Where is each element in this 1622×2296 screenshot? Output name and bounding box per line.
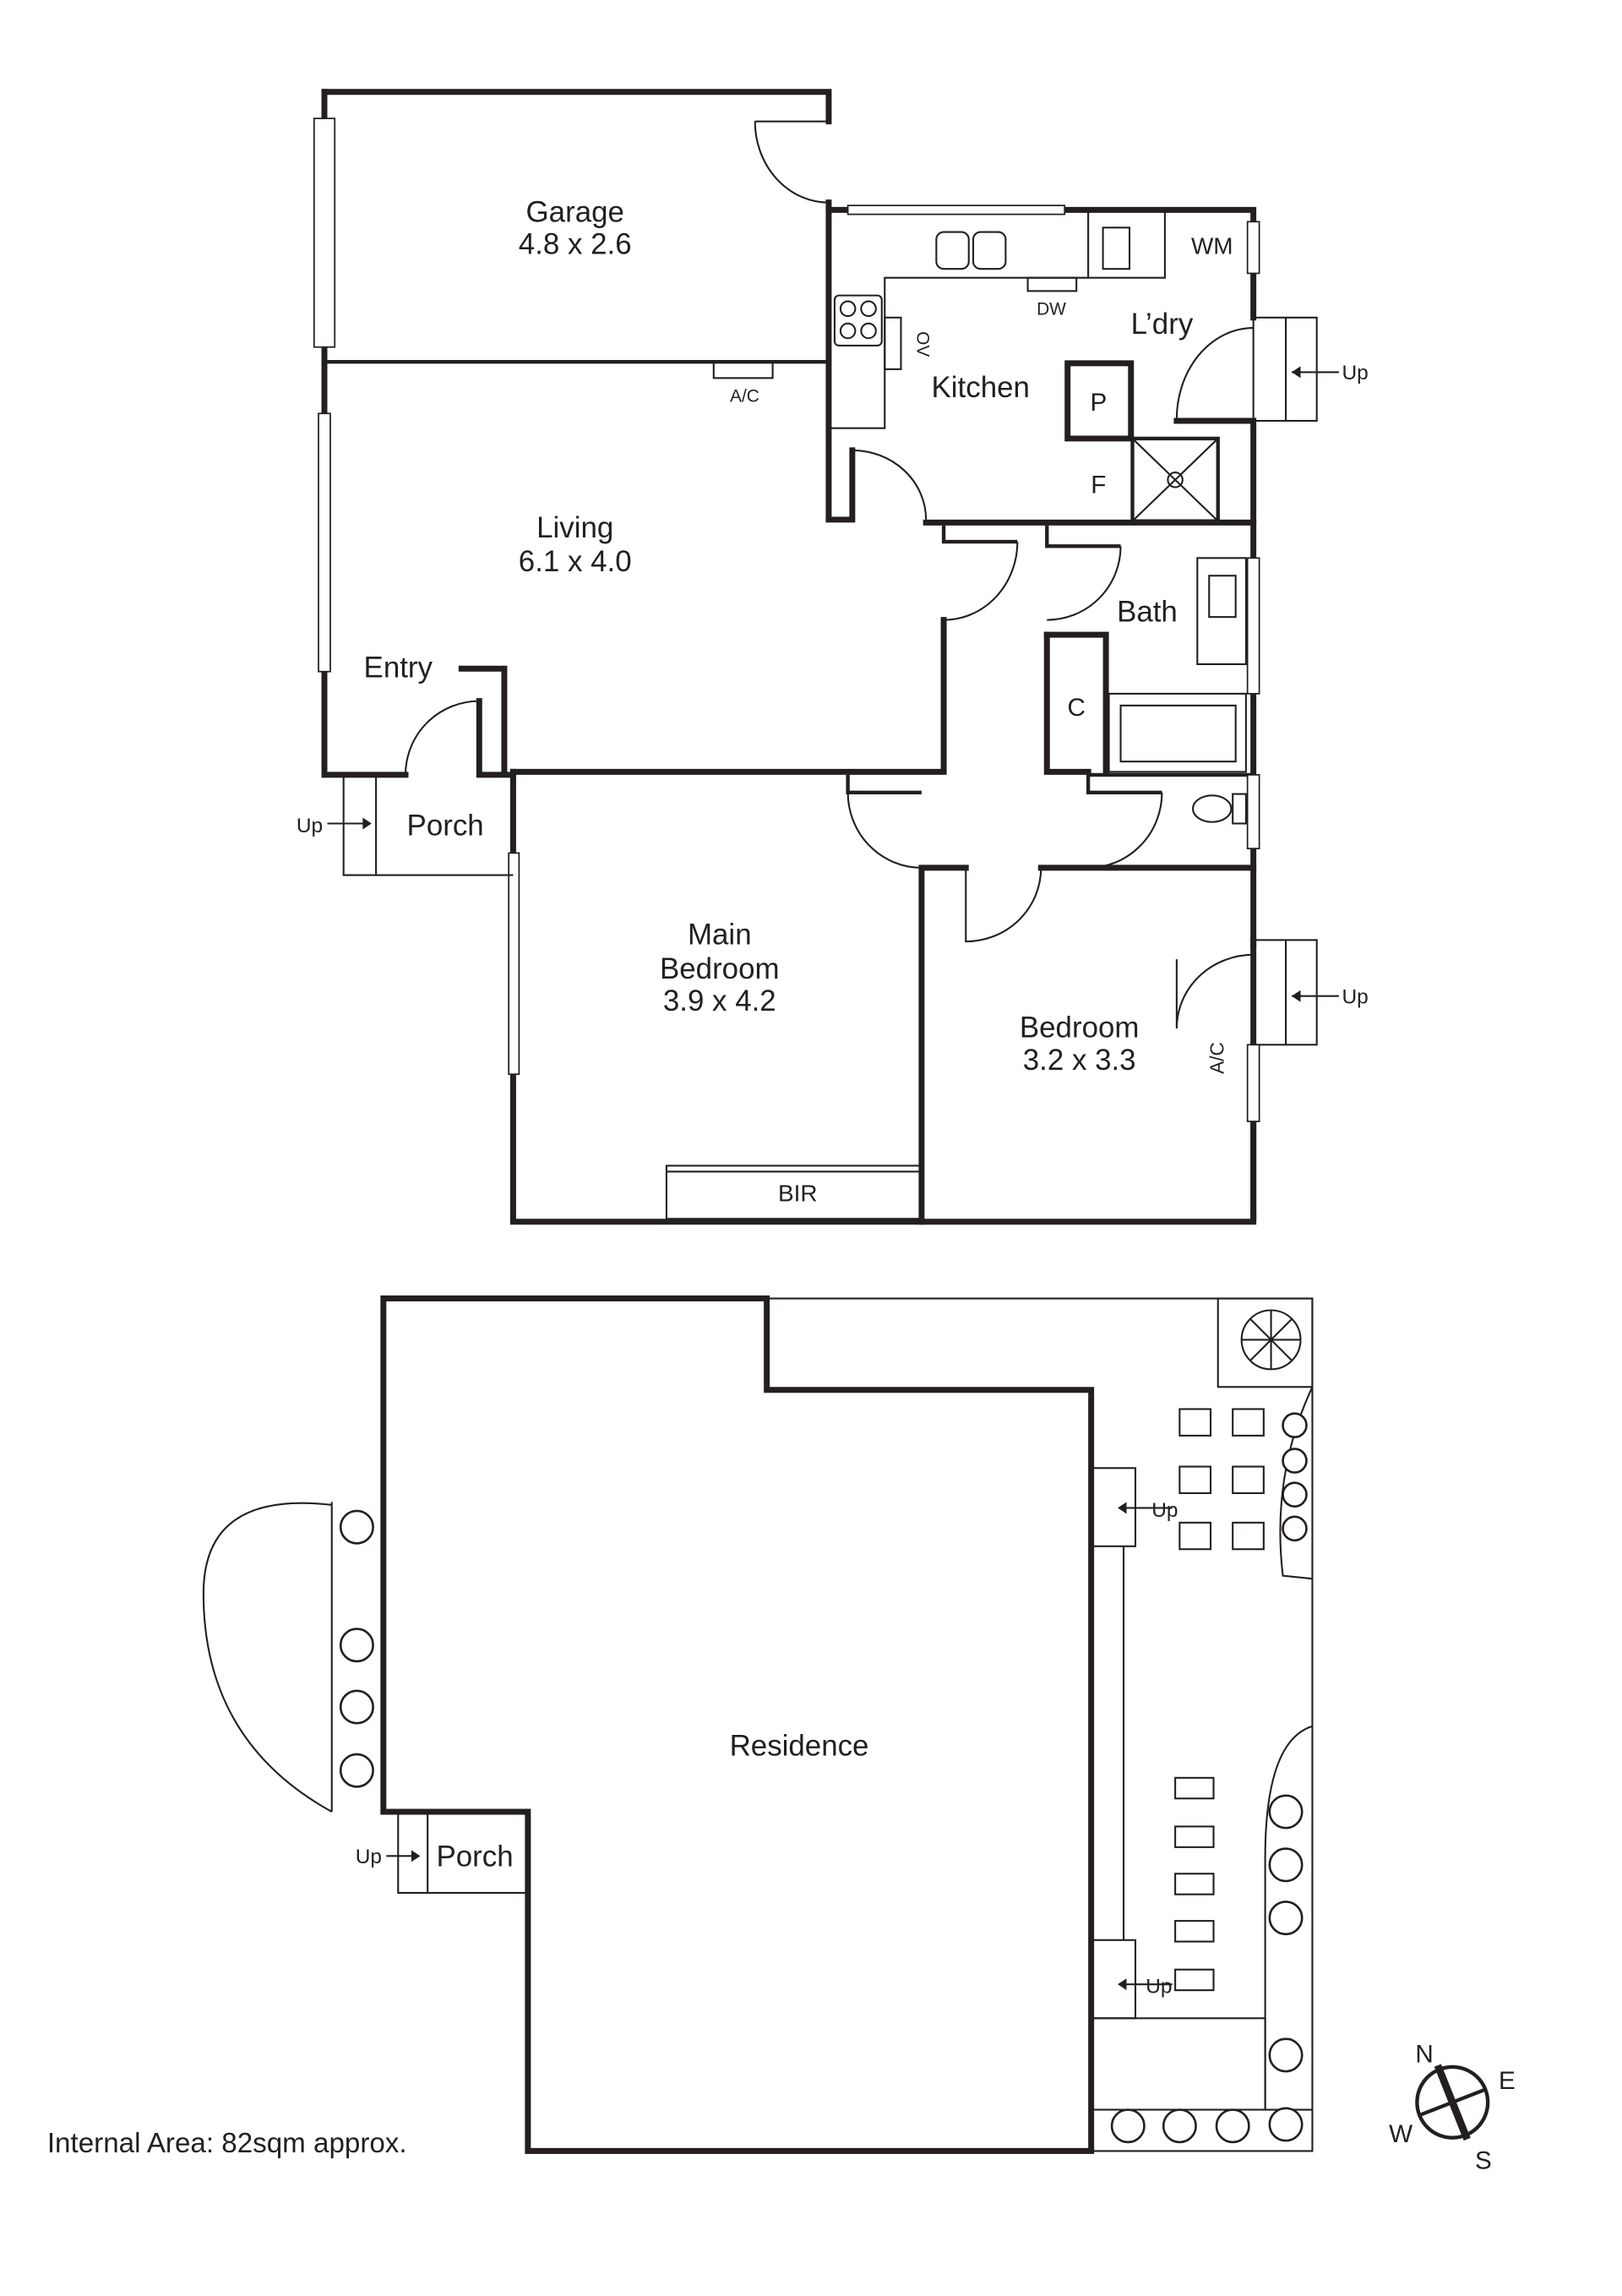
laundry-up-label: Up [1342,362,1368,384]
laundry-trough [1102,226,1131,270]
living-size: 6.1 x 4.0 [519,545,632,578]
porch-label: Porch [407,809,484,842]
oven-label: OV [913,331,933,357]
living-door [944,542,1019,621]
garage-door [754,120,829,204]
site-porch-label: Porch [436,1841,513,1873]
laundry-door [1175,326,1254,422]
compass-south: S [1475,2146,1492,2174]
dishwasher [1026,276,1078,292]
garage-size: 4.8 x 2.6 [519,228,632,261]
compass-north: N [1415,2041,1433,2069]
internal-area-note: Internal Area: 82sqm approx. [47,2128,407,2159]
residence-label: Residence [730,1730,869,1763]
east-up-label-2: Up [1146,1976,1172,1999]
east-up-label-1: Up [1151,1499,1178,1522]
ac-living-label: A/C [730,386,759,406]
pantry-label: P [1090,389,1107,417]
garage-label: Garage [526,195,624,228]
bir-label: BIR [778,1180,818,1206]
bedroom-door [965,867,1042,943]
compass-icon: N E W S [1389,2041,1516,2175]
fridge-label: F [1091,472,1106,499]
house-floor-plan: Garage 4.8 x 2.6 Kitchen L’dry WM DW OV … [297,89,1369,1225]
kitchen-door [852,449,928,520]
bedroom-size: 3.2 x 3.3 [1023,1044,1136,1077]
living-label: Living [536,511,613,544]
residence-outline [380,1295,1095,2154]
entry-label: Entry [364,652,433,684]
kitchen-window [846,205,1066,215]
main-bedroom-label-2: Bedroom [660,952,780,985]
built-in-robe [665,1164,923,1220]
porch-up-label: Up [297,815,323,837]
garage-window [313,117,336,348]
main-bedroom-door [846,792,922,869]
main-bedroom-label: Main [688,919,752,952]
east-steps-2 [1090,1939,1137,2020]
toilet-icon [1192,794,1233,823]
cupboard-label: C [1067,694,1085,722]
ac-unit-living [712,361,774,379]
dishwasher-label: DW [1037,299,1066,319]
kitchen-label: Kitchen [932,371,1030,404]
site-porch-up-label: Up [356,1846,382,1868]
vanity [1196,557,1247,666]
laundry-label: L’dry [1131,308,1194,341]
compass-east: E [1499,2067,1516,2095]
main-bedroom-window [508,852,520,1076]
ac-bedroom-label: A/C [1206,1042,1228,1074]
living-window [318,412,331,673]
bath-door [1047,546,1122,621]
washing-machine-label: WM [1191,233,1233,259]
bedroom-external-door [1175,953,1254,1029]
bedroom-label: Bedroom [1020,1012,1140,1044]
wc-door [1088,792,1163,869]
bedroom-up-label: Up [1342,985,1368,1008]
sink-icon [935,231,970,270]
site-plan: Residence Porch Up Up Up [202,1295,1314,2154]
pavers [1174,1408,1265,1992]
main-bedroom-size: 3.9 x 4.2 [663,984,776,1017]
bath-label: Bath [1117,595,1178,628]
oven [884,316,902,370]
entry-door [404,700,480,775]
cooktop-icon [833,294,883,347]
bathtub [1108,692,1247,773]
tree-icon [1240,1309,1302,1371]
shrub-icons [339,1412,1308,2144]
compass-west: W [1389,2120,1412,2148]
